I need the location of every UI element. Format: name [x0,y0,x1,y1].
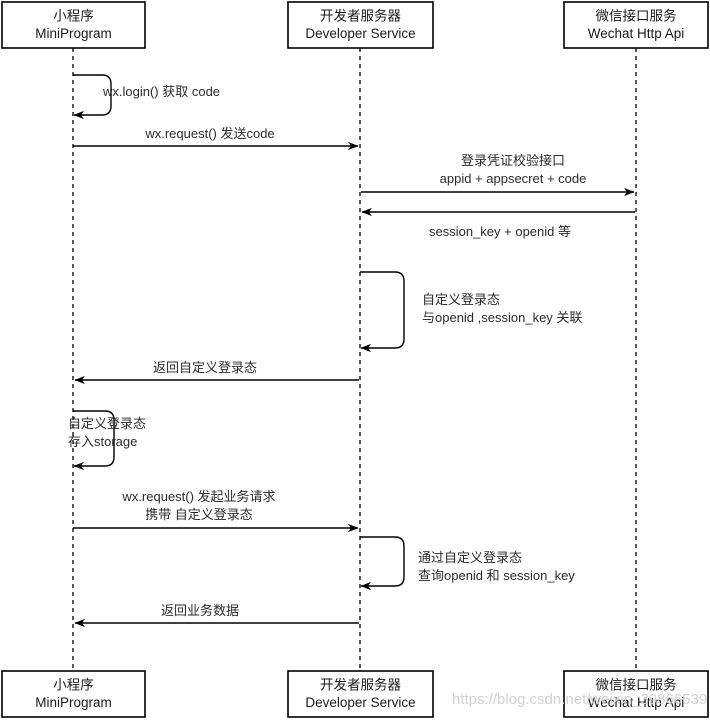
self-message-msg-store-login-state [73,410,115,471]
watermark-layer: https://blog.csdn.net/weixin_39866539 [452,691,707,708]
actor-wechat-http-api-bottom[interactable]: 微信接口服务 Wechat Http Api [563,670,709,718]
actor-miniprogram-bottom[interactable]: 小程序 MiniProgram [1,670,146,718]
message-label-msg-return-business-data-line1: 返回业务数据 [161,603,239,618]
actor-label-cn-miniprogram-bottom: 小程序 [53,678,94,693]
message-label-group-msg-session-key-openid: session_key + openid 等 [429,224,571,239]
message-label-msg-store-login-state-line1: 自定义登录态 [68,416,146,431]
message-label-group-msg-return-custom-login-state: 返回自定义登录态 [153,360,257,375]
message-label-group-msg-send-code: wx.request() 发送code [144,126,274,141]
actor-box-wechat-http-api-bottom[interactable] [563,670,709,718]
messages-layer [73,74,635,628]
watermark-text: https://blog.csdn.net/weixin_39866539 [452,691,707,708]
message-label-msg-build-custom-login-state-line2: 与openid ,session_key 关联 [422,310,582,325]
actor-developer-service-bottom[interactable]: 开发者服务器 Developer Service [287,670,434,718]
actor-box-miniprogram-bottom[interactable] [1,670,146,718]
actor-box-developer-service-top[interactable] [287,1,434,49]
message-label-group-msg-auth-code2session: 登录凭证校验接口 appid + appsecret + code [440,153,587,186]
message-label-msg-business-request-line1: wx.request() 发起业务请求 [121,489,275,504]
message-label-msg-query-openid-session-line1: 通过自定义登录态 [418,550,522,565]
actor-wechat-http-api-top[interactable]: 微信接口服务 Wechat Http Api [563,1,709,49]
actor-label-cn-miniprogram-top: 小程序 [53,9,94,24]
actor-label-cn-developer-service-bottom: 开发者服务器 [320,678,401,693]
message-label-msg-store-login-state-line2: 存入storage [68,434,137,449]
actor-label-cn-wechat-http-api-top: 微信接口服务 [596,8,677,24]
actor-label-en-miniprogram-top: MiniProgram [35,26,112,41]
message-label-group-msg-return-business-data: 返回业务数据 [161,603,239,618]
actor-label-en-miniprogram-bottom: MiniProgram [35,695,112,710]
message-label-msg-wx-login-line1: wx.login() 获取 code [102,84,220,99]
actor-label-en-wechat-http-api-top: Wechat Http Api [588,26,685,41]
actor-box-wechat-http-api-top[interactable] [563,1,709,49]
self-message-msg-query-openid-session [360,536,405,591]
actor-label-en-developer-service-bottom: Developer Service [305,695,415,710]
message-label-msg-business-request-line2: 携带 自定义登录态 [145,507,253,522]
actor-label-en-developer-service-top: Developer Service [305,26,415,41]
message-label-msg-auth-code2session-line1: 登录凭证校验接口 [461,153,565,168]
self-message-msg-wx-login [73,74,112,120]
message-label-msg-query-openid-session-line2: 查询openid 和 session_key [418,568,575,583]
actor-label-en-wechat-http-api-bottom: Wechat Http Api [588,695,685,710]
actor-label-cn-developer-service-top: 开发者服务器 [320,9,401,24]
message-label-group-msg-wx-login: wx.login() 获取 code [102,84,220,99]
message-label-msg-build-custom-login-state-line1: 自定义登录态 [422,292,500,307]
labels-layer: wx.login() 获取 code wx.request() 发送code 登录凭… [68,84,586,618]
self-message-msg-build-custom-login-state [360,271,405,353]
actor-box-miniprogram-top[interactable] [1,1,146,49]
message-label-msg-send-code-line1: wx.request() 发送code [144,126,274,141]
message-label-msg-session-key-openid-line1: session_key + openid 等 [429,224,571,239]
actor-box-developer-service-bottom[interactable] [287,670,434,718]
actor-developer-service-top[interactable]: 开发者服务器 Developer Service [287,1,434,49]
actor-miniprogram-top[interactable]: 小程序 MiniProgram [1,1,146,49]
actor-label-cn-wechat-http-api-bottom: 微信接口服务 [596,677,677,693]
message-label-msg-auth-code2session-line2: appid + appsecret + code [440,171,587,186]
message-label-msg-return-custom-login-state-line1: 返回自定义登录态 [153,360,257,375]
